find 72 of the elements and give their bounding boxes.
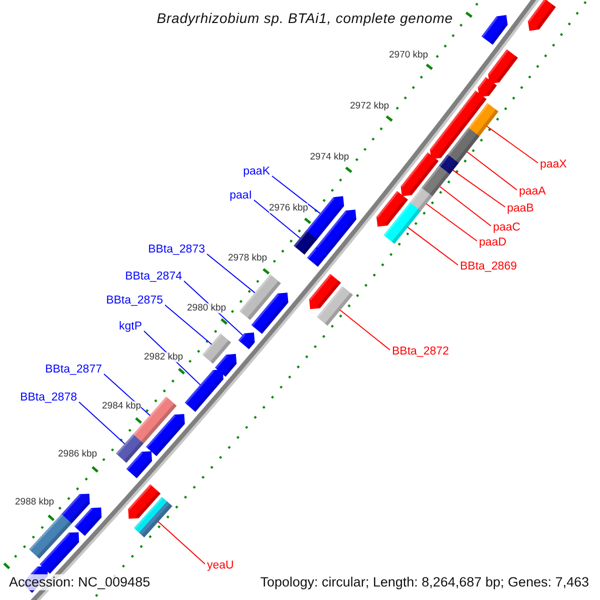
gene-box [116, 434, 144, 463]
leader-line [452, 170, 506, 208]
gene-feature [488, 49, 518, 84]
tick-label: 2978 kbp [228, 253, 268, 263]
gene-box [409, 188, 432, 212]
leader-line [254, 200, 301, 239]
leader-line [439, 186, 492, 226]
gene-label: BBta_2875 [106, 295, 163, 307]
gene-feature [126, 451, 152, 478]
leader-line [104, 374, 151, 416]
gene-feature [146, 414, 185, 456]
gene-feature [214, 354, 237, 377]
gene-feature [251, 292, 288, 334]
tick-label: 2988 kbp [15, 497, 54, 507]
gene-feature [60, 494, 90, 526]
tick-label: 2976 kbp [269, 203, 308, 213]
leader-line [340, 310, 390, 350]
gene-label: paaB [507, 203, 534, 215]
gene-label: BBta_2873 [148, 244, 205, 256]
gene-box [202, 333, 232, 364]
gene-feature [481, 14, 508, 45]
gene-label: paaC [493, 222, 520, 234]
tick-label: 2974 kbp [310, 152, 350, 162]
gene-box [294, 230, 318, 255]
gene-feature [430, 142, 447, 160]
gene-box [316, 286, 353, 326]
gene-feature [307, 246, 326, 267]
leader-line [78, 402, 126, 444]
leader-line [206, 254, 256, 294]
gene-label: paaD [479, 237, 506, 249]
gene-label: BBta_2874 [125, 271, 182, 283]
tick-label: 2986 kbp [58, 449, 98, 459]
gene-label: paaI [230, 190, 252, 202]
gene-feature [528, 0, 556, 31]
gene-feature [74, 508, 102, 536]
gene-feature [455, 90, 487, 126]
gene-label: paaA [519, 186, 546, 198]
gene-feature [435, 116, 467, 152]
gene-feature [376, 191, 408, 227]
gene-feature [410, 152, 439, 185]
gene-box [29, 514, 72, 559]
gene-box [384, 202, 421, 244]
tick-label: 2972 kbp [350, 101, 390, 111]
gene-feature [184, 369, 224, 412]
gene-feature [478, 77, 497, 98]
footer-text: Topology: circular; Length: 8,264,687 bp; Genes: 7,463 [258, 574, 591, 590]
gene-feature [238, 332, 255, 350]
gene-label: paaX [540, 159, 567, 171]
tick-label: 2984 kbp [102, 401, 142, 411]
gene-box [239, 274, 281, 320]
leader-line [466, 151, 518, 190]
gene-label: paaK [243, 166, 270, 178]
gene-label: BBta_2872 [392, 346, 449, 358]
gene-feature [40, 532, 80, 574]
map-title: Bradyrhizobium sp. BTAi1, complete genome [156, 11, 453, 25]
leader-line [486, 126, 538, 164]
gene-feature [309, 274, 341, 310]
gene-feature [128, 484, 161, 519]
gene-feature [315, 210, 356, 257]
gene-label: BBta_2869 [460, 261, 517, 273]
tick-label: 2970 kbp [389, 50, 428, 60]
gene-label: kgtP [118, 321, 142, 333]
gene-feature [400, 174, 422, 196]
tick-label: 2980 kbp [187, 303, 226, 313]
gene-label: BBta_2877 [45, 364, 102, 376]
gene-label: BBta_2878 [20, 392, 77, 404]
leader-line [164, 304, 212, 345]
leader-line [272, 176, 321, 214]
tick-label: 2982 kbp [144, 352, 184, 362]
leader-line [157, 520, 206, 564]
leader-line [426, 203, 478, 242]
gene-label: yeaU [207, 560, 234, 572]
